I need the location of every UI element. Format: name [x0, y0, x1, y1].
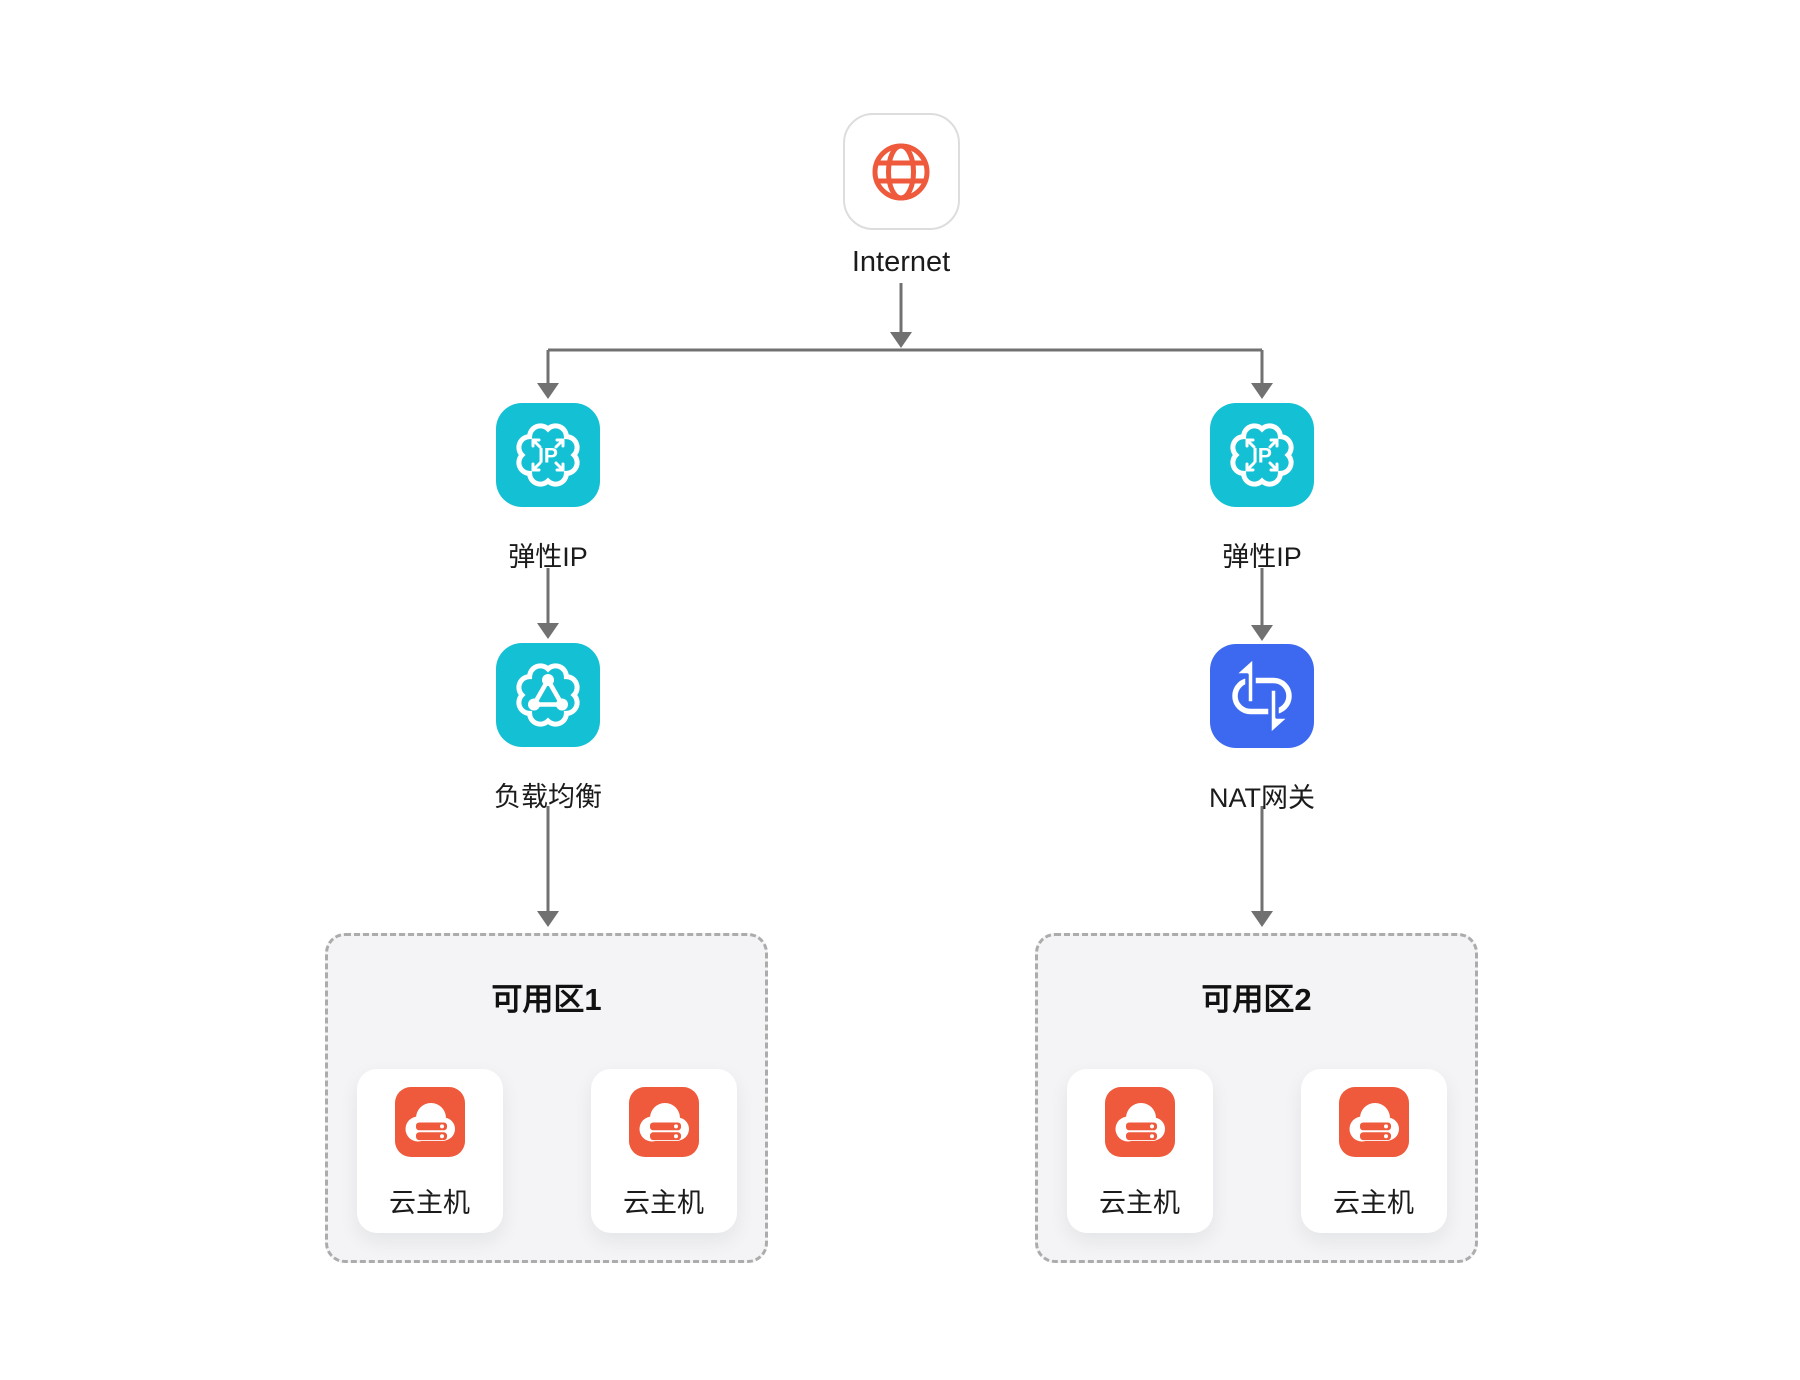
host-label: 云主机: [1333, 1188, 1414, 1218]
cloud-server-icon: [1338, 1087, 1409, 1157]
node-label-eip-left: 弹性IP: [508, 542, 588, 572]
cloud-server-icon: [1104, 1087, 1175, 1157]
internet-icon-box: [842, 113, 960, 230]
cloud-server-icon: [628, 1087, 699, 1157]
elastic-ip-glyph: IP: [516, 423, 580, 487]
load-balancer-icon: [496, 643, 600, 747]
node-load-balancer: 负载均衡: [458, 643, 638, 814]
node-nat-gateway: NAT网关: [1172, 644, 1352, 815]
load-balancer-glyph: [516, 663, 580, 727]
nat-gateway-glyph: [1232, 655, 1292, 737]
cloud-server-icon: [394, 1087, 465, 1157]
globe-icon: [872, 143, 930, 200]
host-card: 云主机: [1066, 1069, 1213, 1233]
node-label-load-balancer: 负载均衡: [494, 782, 602, 812]
zone-az1: 可用区1 云主机: [325, 933, 768, 1263]
cloud-server-glyph: [1349, 1103, 1399, 1142]
nat-gateway-icon: [1210, 644, 1314, 748]
node-internet: Internet: [811, 113, 991, 279]
zone-az2: 可用区2 云主机: [1035, 933, 1478, 1263]
zone-title: 可用区1: [491, 982, 602, 1017]
svg-text:IP: IP: [538, 445, 558, 468]
node-label-nat-gateway: NAT网关: [1209, 783, 1315, 813]
host-card: 云主机: [590, 1069, 737, 1233]
zone-cards: 云主机 云主机: [1066, 1069, 1447, 1233]
elastic-ip-icon: IP: [496, 403, 600, 507]
node-label-eip-right: 弹性IP: [1222, 542, 1302, 572]
host-card: 云主机: [356, 1069, 503, 1233]
host-label: 云主机: [389, 1188, 470, 1218]
host-label: 云主机: [1099, 1188, 1180, 1218]
cloud-server-glyph: [405, 1103, 455, 1142]
zone-title: 可用区2: [1201, 982, 1312, 1017]
elastic-ip-glyph: IP: [1230, 423, 1294, 487]
svg-text:IP: IP: [1252, 445, 1272, 468]
host-label: 云主机: [623, 1188, 704, 1218]
node-eip-left: IP 弹性IP: [458, 403, 638, 574]
zone-cards: 云主机 云主机: [356, 1069, 737, 1233]
node-eip-right: IP 弹性IP: [1172, 403, 1352, 574]
host-card: 云主机: [1300, 1069, 1447, 1233]
cloud-server-glyph: [1115, 1103, 1165, 1142]
node-label-internet: Internet: [851, 246, 951, 278]
cloud-server-glyph: [639, 1103, 689, 1142]
elastic-ip-icon: IP: [1210, 403, 1314, 507]
